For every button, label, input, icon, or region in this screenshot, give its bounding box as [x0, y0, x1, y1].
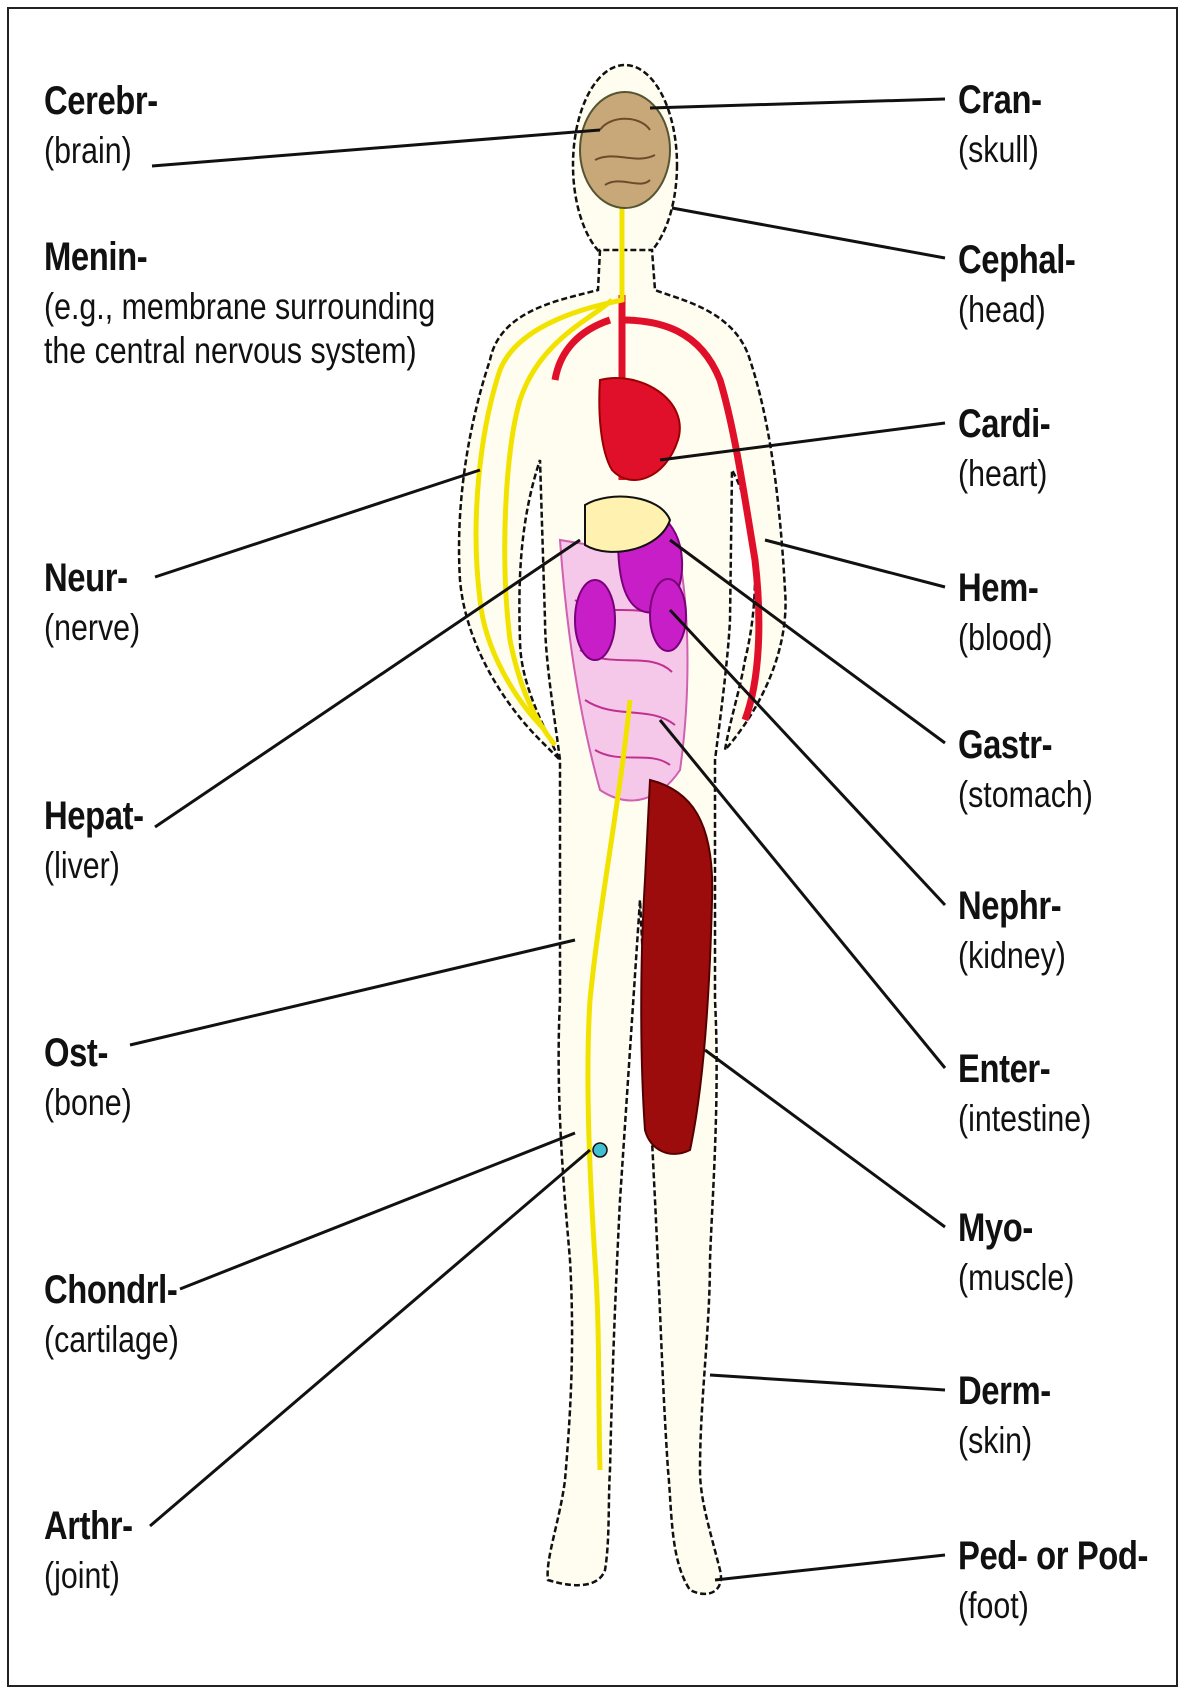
- label-cardi: Cardi- (heart): [958, 401, 1071, 496]
- label-gastr-meaning: (stomach): [958, 773, 1093, 817]
- label-cerebr: Cerebr- (brain): [44, 78, 183, 173]
- label-enter: Enter- (intestine): [958, 1046, 1120, 1141]
- label-cran-prefix: Cran-: [958, 77, 1042, 124]
- label-chondri-meaning: (cartilage): [44, 1318, 179, 1362]
- label-ped-meaning: (foot): [958, 1584, 1148, 1628]
- label-myo-prefix: Myo-: [958, 1205, 1074, 1252]
- label-hem: Hem- (blood): [958, 565, 1073, 660]
- label-enter-prefix: Enter-: [958, 1046, 1091, 1093]
- label-neur-meaning: (nerve): [44, 606, 140, 650]
- label-ost-prefix: Ost-: [44, 1030, 132, 1077]
- brain-shape: [580, 92, 670, 208]
- label-ped: Ped- or Pod- (foot): [958, 1533, 1190, 1628]
- label-myo-meaning: (muscle): [958, 1256, 1074, 1300]
- label-hem-prefix: Hem-: [958, 565, 1052, 612]
- knee-cartilage-shape: [593, 1143, 607, 1157]
- label-cran-meaning: (skull): [958, 128, 1042, 172]
- label-menin-meaning-line1: (e.g., membrane surrounding: [44, 285, 435, 329]
- label-cerebr-prefix: Cerebr-: [44, 78, 158, 125]
- label-cran: Cran- (skull): [958, 77, 1060, 172]
- label-cephal-prefix: Cephal-: [958, 237, 1075, 284]
- label-cardi-prefix: Cardi-: [958, 401, 1050, 448]
- label-cephal-meaning: (head): [958, 288, 1075, 332]
- label-ost-meaning: (bone): [44, 1081, 132, 1125]
- label-arthr: Arthr- (joint): [44, 1503, 152, 1598]
- label-neur: Neur- (nerve): [44, 555, 161, 650]
- label-cardi-meaning: (heart): [958, 452, 1050, 496]
- label-chondri-prefix: Chondrl-: [44, 1267, 179, 1314]
- label-cerebr-meaning: (brain): [44, 129, 158, 173]
- label-myo: Myo- (muscle): [958, 1205, 1100, 1300]
- label-menin-meaning-line2: the central nervous system): [44, 329, 435, 373]
- label-derm-prefix: Derm-: [958, 1368, 1051, 1415]
- label-hem-meaning: (blood): [958, 616, 1052, 660]
- label-arthr-prefix: Arthr-: [44, 1503, 133, 1550]
- label-derm: Derm- (skin): [958, 1368, 1071, 1463]
- label-gastr: Gastr- (stomach): [958, 722, 1122, 817]
- label-nephr: Nephr- (kidney): [958, 883, 1090, 978]
- label-neur-prefix: Neur-: [44, 555, 140, 602]
- label-ped-prefix: Ped- or Pod-: [958, 1533, 1148, 1580]
- label-gastr-prefix: Gastr-: [958, 722, 1093, 769]
- label-hepat-prefix: Hepat-: [44, 793, 144, 840]
- label-hepat-meaning: (liver): [44, 844, 144, 888]
- label-hepat: Hepat- (liver): [44, 793, 165, 888]
- label-derm-meaning: (skin): [958, 1419, 1051, 1463]
- label-arthr-meaning: (joint): [44, 1554, 133, 1598]
- label-chondri: Chondrl- (cartilage): [44, 1267, 209, 1362]
- label-menin-meaning: (e.g., membrane surrounding the central …: [44, 285, 435, 372]
- label-ost: Ost- (bone): [44, 1030, 151, 1125]
- label-cephal: Cephal- (head): [958, 237, 1101, 332]
- label-enter-meaning: (intestine): [958, 1097, 1091, 1141]
- label-menin-prefix: Menin-: [44, 234, 435, 281]
- label-menin: Menin- (e.g., membrane surrounding the c…: [44, 234, 521, 373]
- label-nephr-prefix: Nephr-: [958, 883, 1066, 930]
- label-nephr-meaning: (kidney): [958, 934, 1066, 978]
